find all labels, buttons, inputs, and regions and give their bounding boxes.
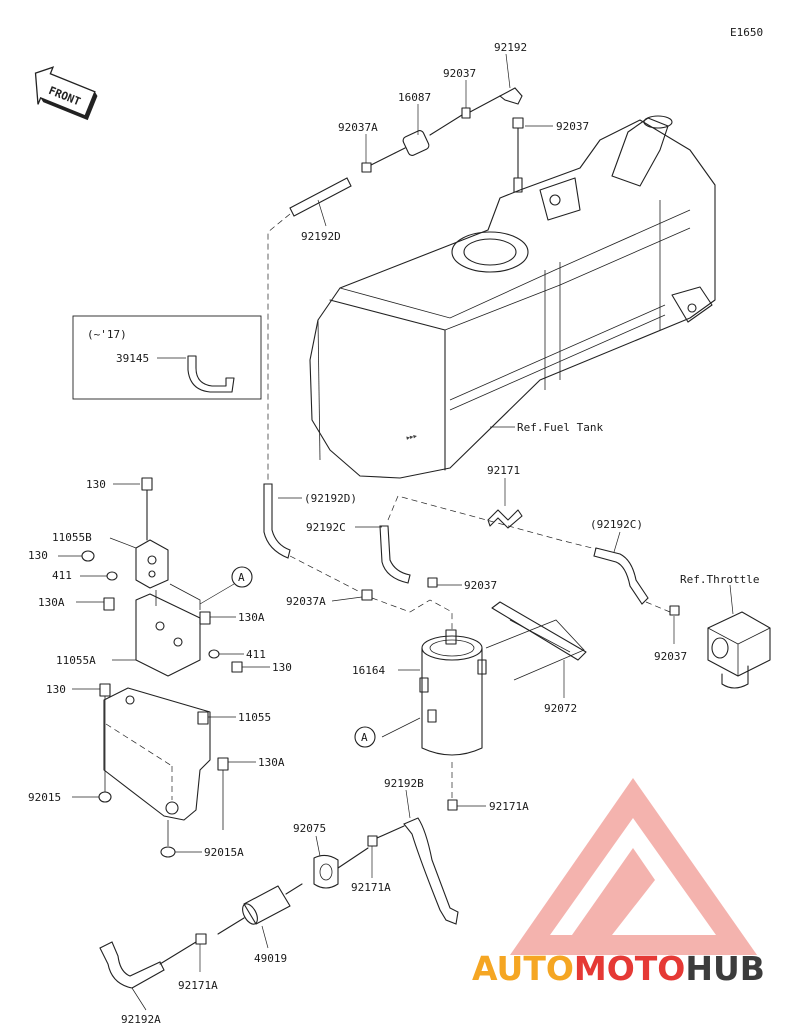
label-92015: 92015	[28, 791, 61, 804]
watermark-logo	[510, 778, 757, 955]
watermark-moto: MOTO	[574, 949, 685, 988]
label-16087: 16087	[398, 91, 431, 104]
label-11055b: 11055B	[52, 531, 92, 544]
ref-throttle-label: Ref.Throttle	[680, 573, 759, 586]
label-92075: 92075	[293, 822, 326, 835]
label-16164: 16164	[352, 664, 385, 677]
label-92192d: 92192D	[301, 230, 341, 243]
callout-a-bracket: A	[238, 571, 245, 584]
label-49019: 49019	[254, 952, 287, 965]
label-92171a-a: 92171A	[489, 800, 529, 813]
label-92192: 92192	[494, 41, 527, 54]
label-92192c: 92192C	[306, 521, 346, 534]
label-130-c: 130	[272, 661, 292, 674]
watermark-hub: HUB	[685, 949, 765, 988]
fuel-tank: ▸▸▸	[309, 115, 716, 479]
label-92037-top: 92037	[443, 67, 476, 80]
label-92192c-ref: (92192C)	[590, 518, 643, 531]
label-92072: 92072	[544, 702, 577, 715]
label-130-a: 130	[86, 478, 106, 491]
fuel-filter	[217, 883, 303, 935]
label-92037a-top: 92037A	[338, 121, 378, 134]
label-92192a: 92192A	[121, 1013, 161, 1026]
label-39145: 39145	[116, 352, 149, 365]
label-92171: 92171	[487, 464, 520, 477]
label-130-d: 130	[46, 683, 66, 696]
label-92171a-c: 92171A	[178, 979, 218, 992]
label-92192b: 92192B	[384, 777, 424, 790]
label-92037-mid: 92037	[464, 579, 497, 592]
bracket-assembly	[81, 477, 243, 858]
label-92037-right: 92037	[556, 120, 589, 133]
ref-fuel-tank-label: Ref.Fuel Tank	[517, 421, 603, 434]
inset-note: (~'17)	[87, 328, 127, 341]
inset-box: (~'17) 39145	[72, 315, 262, 400]
label-92037a-mid: 92037A	[286, 595, 326, 608]
label-92192d-ref: (92192D)	[304, 492, 357, 505]
watermark-auto: AUTO	[472, 949, 574, 988]
label-130a-a: 130A	[38, 596, 65, 609]
canister-strap	[485, 601, 587, 681]
label-92015a: 92015A	[204, 846, 244, 859]
top-hose-assembly	[289, 87, 524, 217]
label-11055a: 11055A	[56, 654, 96, 667]
diagram-code: E1650	[730, 26, 763, 39]
label-411-a: 411	[52, 569, 72, 582]
canister	[419, 629, 487, 756]
label-11055: 11055	[238, 711, 271, 724]
throttle-body	[707, 611, 771, 689]
label-130a-b: 130A	[238, 611, 265, 624]
watermark-text: AUTOMOTOHUB	[472, 949, 765, 988]
label-92171a-b: 92171A	[351, 881, 391, 894]
label-92037-throttle: 92037	[654, 650, 687, 663]
label-411-b: 411	[246, 648, 266, 661]
label-130-b: 130	[28, 549, 48, 562]
front-arrow-icon: FRONT	[34, 66, 98, 121]
tank-mark: ▸▸▸	[406, 432, 418, 442]
callout-a-canister: A	[361, 731, 368, 744]
label-130a-c: 130A	[258, 756, 285, 769]
